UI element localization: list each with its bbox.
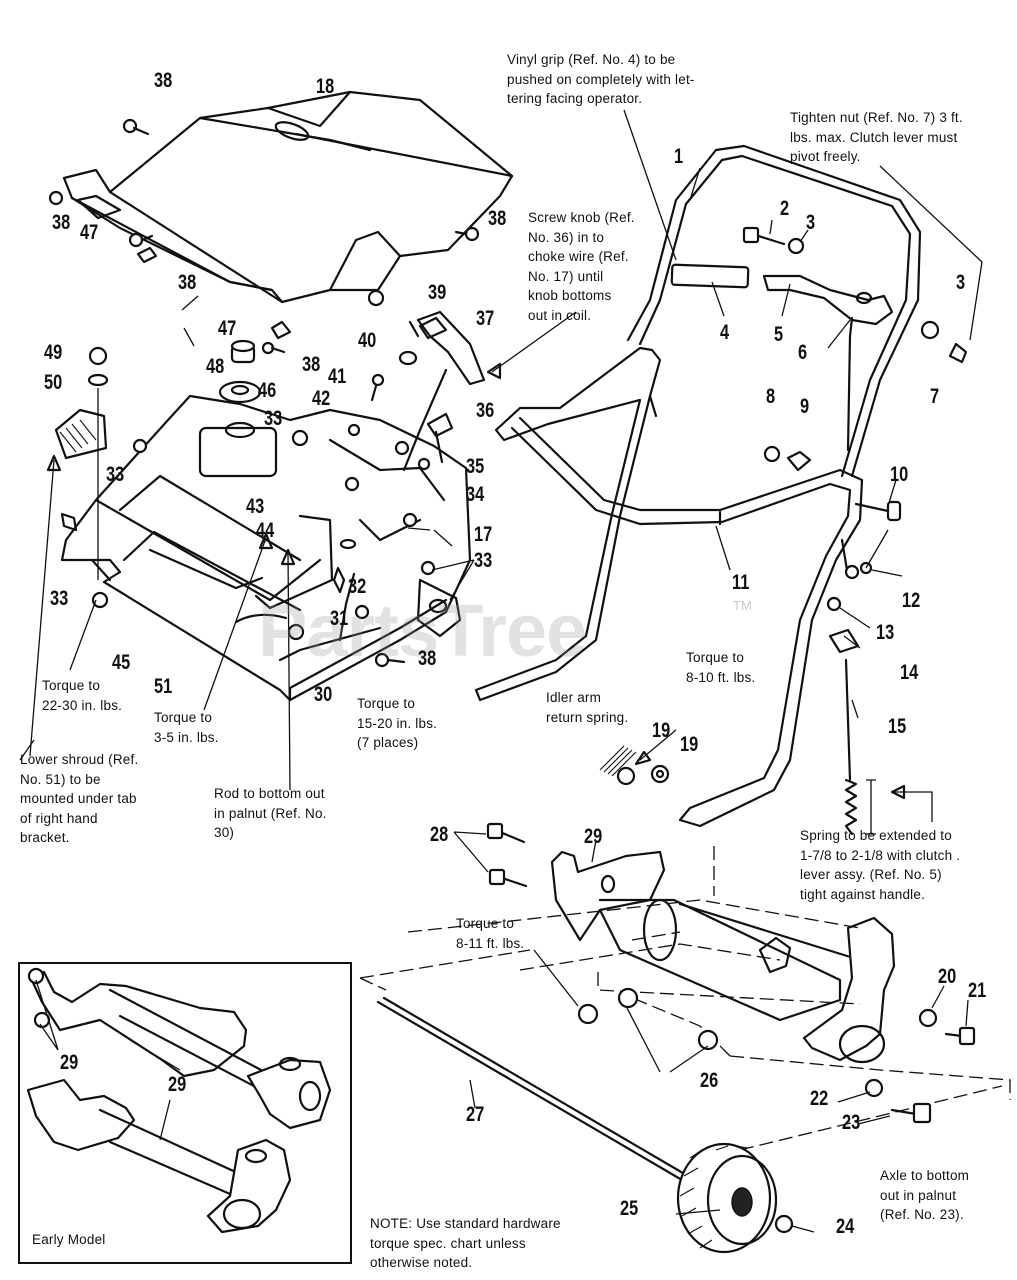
part-number: 5 bbox=[774, 323, 784, 346]
part-number: 7 bbox=[930, 385, 940, 408]
part-number: 42 bbox=[312, 387, 331, 410]
hardware-left bbox=[48, 118, 486, 668]
note-torque-15-20: Torque to 15-20 in. lbs. (7 places) bbox=[357, 696, 438, 750]
part-number: 6 bbox=[798, 341, 808, 364]
part-number: 38 bbox=[178, 271, 197, 294]
part-number: 45 bbox=[112, 651, 131, 674]
part-number: 38 bbox=[52, 211, 71, 234]
note-torque-8-11: Torque to 8-11 ft. lbs. bbox=[456, 916, 525, 951]
axle-housing-drawing bbox=[359, 822, 1011, 1254]
part-number: 47 bbox=[218, 317, 237, 340]
part-number: 10 bbox=[890, 463, 909, 486]
part-number: 38 bbox=[418, 647, 437, 670]
part-number: 28 bbox=[430, 823, 449, 846]
part-number: 50 bbox=[44, 371, 63, 394]
part-number: 25 bbox=[620, 1197, 639, 1220]
part-number: 9 bbox=[800, 395, 810, 418]
note-axle-palnut: Axle to bottom out in palnut (Ref. No. 2… bbox=[880, 1168, 970, 1222]
part-number: 51 bbox=[154, 675, 173, 698]
part-number: 4 bbox=[720, 321, 730, 344]
part-number: 15 bbox=[888, 715, 907, 738]
part-number: 41 bbox=[328, 365, 347, 388]
part-number: 2 bbox=[780, 197, 790, 220]
watermark-text: PartsTree bbox=[258, 589, 587, 672]
part-number: 17 bbox=[474, 523, 493, 546]
part-number: 29 bbox=[584, 825, 603, 848]
note-spring-extend: Spring to be extended to 1-7/8 to 2-1/8 … bbox=[800, 828, 961, 902]
part-number: 8 bbox=[766, 385, 776, 408]
part-number: 30 bbox=[314, 683, 333, 706]
part-number: 44 bbox=[256, 519, 275, 542]
handle-drawing bbox=[474, 144, 968, 836]
part-number: 43 bbox=[246, 495, 265, 518]
note-torque-8-10: Torque to 8-10 ft. lbs. bbox=[686, 650, 756, 685]
part-number: 35 bbox=[466, 455, 485, 478]
note-torque-22-30: Torque to 22-30 in. lbs. bbox=[42, 678, 123, 713]
part-number: 46 bbox=[258, 379, 277, 402]
note-tighten-nut: Tighten nut (Ref. No. 7) 3 ft. lbs. max.… bbox=[790, 110, 963, 164]
note-lower-shroud: Lower shroud (Ref. No. 51) to be mounted… bbox=[20, 752, 139, 845]
part-number: 13 bbox=[876, 621, 895, 644]
part-number: 47 bbox=[80, 221, 99, 244]
part-number: 33 bbox=[264, 407, 283, 430]
part-number: 19 bbox=[680, 733, 699, 756]
part-number: 23 bbox=[842, 1111, 861, 1134]
part-number: 33 bbox=[50, 587, 69, 610]
part-number: 32 bbox=[348, 575, 367, 598]
part-number: 40 bbox=[358, 329, 377, 352]
part-number: 48 bbox=[206, 355, 225, 378]
note-rod-palnut: Rod to bottom out in palnut (Ref. No. 30… bbox=[214, 786, 327, 840]
part-number: 20 bbox=[938, 965, 957, 988]
part-number: 31 bbox=[330, 607, 349, 630]
leader-lines bbox=[19, 109, 983, 1233]
part-number: 18 bbox=[316, 75, 335, 98]
part-number: 11 bbox=[732, 571, 750, 594]
part-number: 33 bbox=[106, 463, 125, 486]
part-number: 33 bbox=[474, 549, 493, 572]
part-number: 3 bbox=[806, 211, 816, 234]
part-number: 14 bbox=[900, 661, 919, 684]
part-number: 26 bbox=[700, 1069, 719, 1092]
note-torque-3-5: Torque to 3-5 in. lbs. bbox=[154, 710, 219, 745]
part-number: 38 bbox=[488, 207, 507, 230]
early-model-label: Early Model bbox=[32, 1232, 106, 1247]
part-number: 24 bbox=[836, 1215, 855, 1238]
part-number: 38 bbox=[154, 69, 173, 92]
part-number: 49 bbox=[44, 341, 63, 364]
part-number: 3 bbox=[956, 271, 966, 294]
part-number: 39 bbox=[428, 281, 447, 304]
part-number: 37 bbox=[476, 307, 495, 330]
part-number: 12 bbox=[902, 589, 921, 612]
early-model-inset bbox=[18, 962, 352, 1264]
note-hardware: NOTE: Use standard hardware torque spec.… bbox=[370, 1216, 561, 1270]
part-number: 21 bbox=[968, 979, 987, 1002]
part-number: 1 bbox=[674, 145, 684, 168]
upper-shroud-drawing bbox=[62, 90, 514, 304]
part-number: 22 bbox=[810, 1087, 829, 1110]
part-number: 27 bbox=[466, 1103, 485, 1126]
part-number: 29 bbox=[168, 1073, 187, 1096]
note-idler-spring: Idler arm return spring. bbox=[546, 690, 629, 725]
part-number: 29 bbox=[60, 1051, 79, 1074]
part-number: 34 bbox=[466, 483, 485, 506]
part-number: 19 bbox=[652, 719, 671, 742]
note-vinyl-grip: Vinyl grip (Ref. No. 4) to be pushed on … bbox=[507, 52, 695, 106]
watermark-trademark: TM bbox=[733, 598, 752, 613]
part-number: 38 bbox=[302, 353, 321, 376]
part-number: 36 bbox=[476, 399, 495, 422]
note-screw-knob: Screw knob (Ref. No. 36) in to choke wir… bbox=[528, 210, 635, 323]
wheel-drawing bbox=[676, 1142, 778, 1254]
